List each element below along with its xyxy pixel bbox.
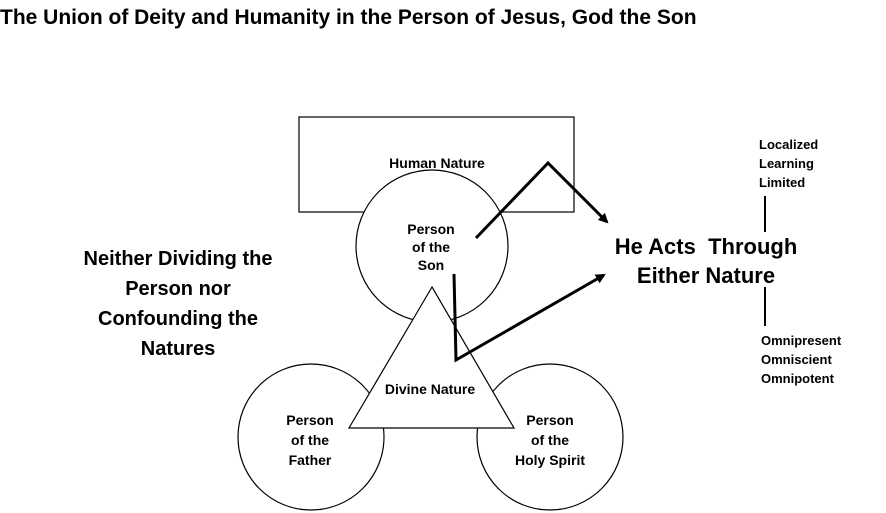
statement-line1: Neither Dividing the: [84, 248, 273, 270]
spirit-circle: [476, 363, 624, 511]
father-circle: [237, 363, 385, 511]
acts-line1: He Acts Through: [615, 234, 798, 259]
human-attr-1: Localized: [759, 137, 818, 152]
divine-nature-triangle: [347, 285, 516, 429]
spirit-label-line3: Holy Spirit: [515, 452, 585, 468]
spirit-label-line1: Person: [526, 412, 573, 428]
acts-line2: Either Nature: [637, 263, 775, 288]
human-attr-3: Limited: [759, 175, 805, 190]
page-title: The Union of Deity and Humanity in the P…: [0, 6, 697, 29]
son-label-line1: Person: [407, 221, 454, 237]
human-attr-2: Learning: [759, 156, 814, 171]
statement-line4: Natures: [141, 338, 215, 360]
divine-attr-2: Omniscient: [761, 352, 832, 367]
human-nature-label: Human Nature: [389, 155, 485, 171]
divine-nature-label: Divine Nature: [385, 381, 475, 397]
spirit-label-line2: of the: [531, 432, 569, 448]
human-nature-arrow: [474, 160, 609, 240]
divine-attr-3: Omnipotent: [761, 371, 835, 386]
statement-line3: Confounding the: [98, 308, 258, 330]
father-label-line1: Person: [286, 412, 333, 428]
son-label-line3: Son: [418, 257, 444, 273]
son-label-line2: of the: [412, 239, 450, 255]
divine-nature-arrow: [452, 273, 606, 363]
divine-attr-1: Omnipresent: [761, 333, 842, 348]
statement-line2: Person nor: [125, 278, 231, 300]
father-label-line3: Father: [289, 452, 332, 468]
father-label-line2: of the: [291, 432, 329, 448]
